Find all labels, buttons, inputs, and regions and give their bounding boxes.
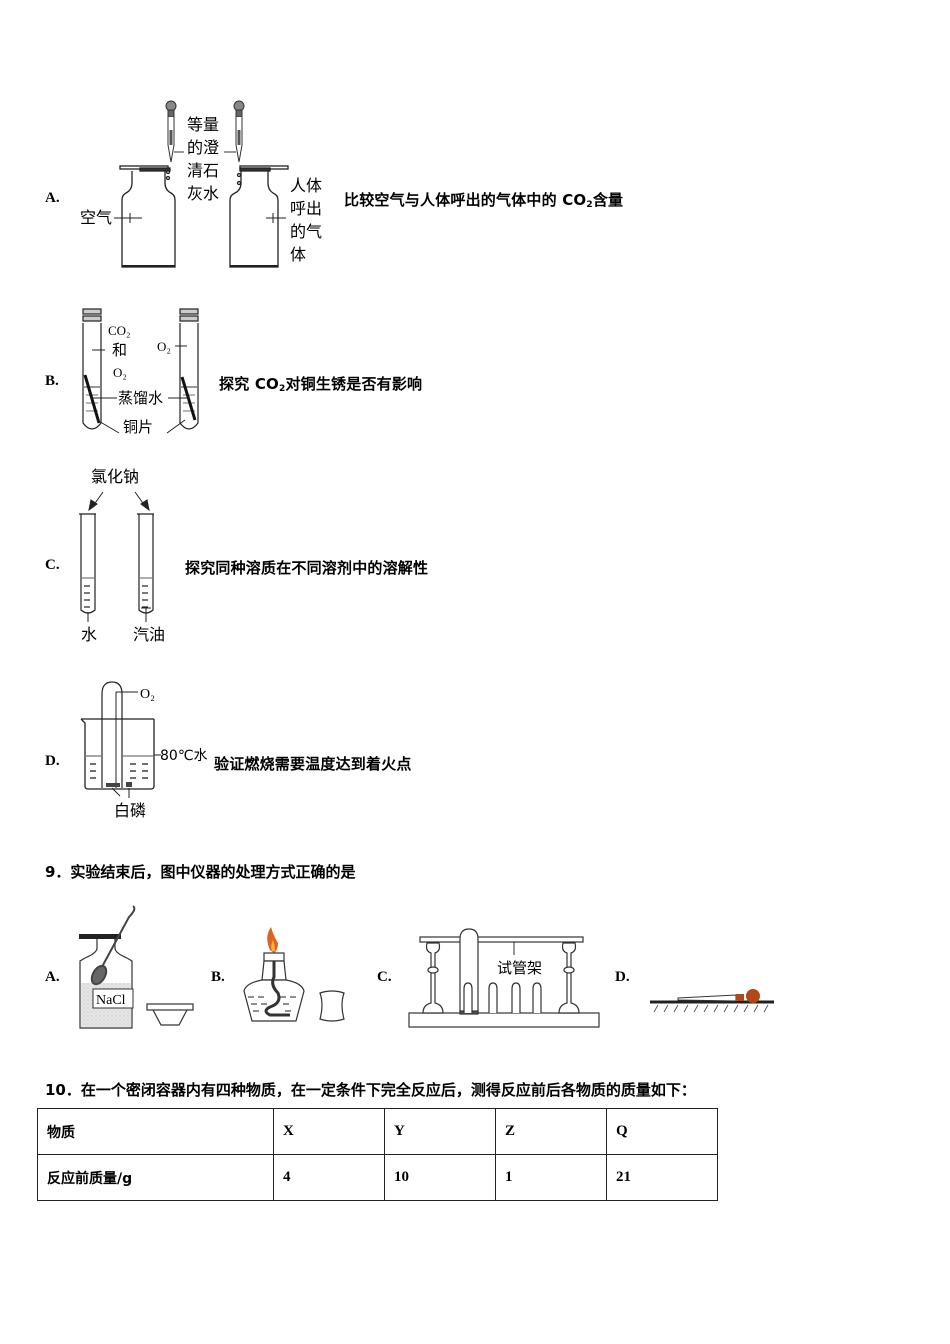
q8-option-c-caption: 探究同种溶质在不同溶剂中的溶解性 [185,559,429,577]
alcohol-lamp-icon [243,927,305,1022]
dropper-icon [233,100,245,163]
test-tube-icon [459,928,542,1015]
table-header-cell: X [273,1108,385,1155]
q9-option-c-letter: C. [377,969,392,985]
gas-bottle-icon [119,165,176,268]
q9-option-a-letter: A. [45,969,60,985]
q9-option-d-letter: D. [615,969,630,985]
test-tube-icon [82,308,102,430]
white-phosphorus-label: 白磷 [114,801,146,820]
table-header-cell: Y [384,1108,496,1155]
solute-label: 氯化钠 [91,467,139,486]
left-gas-label: CO₂ [108,323,131,338]
q9-question: 9．实验结束后，图中仪器的处理方式正确的是 [45,863,356,881]
table-header-cell: 物质 [37,1108,274,1155]
test-tube-icon [101,681,123,788]
q9-option-a-figure: NaCl [79,905,194,1029]
table-row: 反应前质量/g 4 10 1 21 [37,1154,718,1201]
q8-option-b-caption: 探究 CO2对铜生锈是否有影响 [219,375,423,394]
q8-option-d-caption: 验证燃烧需要温度达到着火点 [214,755,412,773]
table-cell: 4 [273,1154,385,1201]
hot-water-label: 80℃水 [160,748,208,764]
left-bottle-label: 空气 [80,208,112,227]
q9-option-d-figure [650,989,774,1013]
q9-option-c-figure: 试管架 [408,928,600,1028]
test-tube-icon [179,308,199,430]
table-header-cell: Z [495,1108,607,1155]
q8-option-a-figure: 等量 的澄 清石 灰水 空气 人体 呼出 的气 体 [80,100,322,268]
q8-option-b-figure: CO₂ 和 O₂ O₂ 蒸馏水 铜片 [82,308,199,436]
q9-option-b-letter: B. [211,969,225,985]
table-cell: 1 [495,1154,607,1201]
test-tube-icon [137,513,154,614]
table-cell: 21 [606,1154,718,1201]
right-gas-label: O₂ [157,339,171,354]
q10-question: 10．在一个密闭容器内有四种物质，在一定条件下完全反应后，测得反应前后各物质的质… [45,1081,696,1099]
svg-text:清石: 清石 [187,161,219,180]
q8-option-d-figure: O₂ 80℃水 白磷 [80,681,208,820]
svg-text:的澄: 的澄 [187,138,219,157]
svg-text:的气: 的气 [290,222,322,241]
lamp-cap-icon [319,990,345,1022]
svg-text:和: 和 [112,341,127,359]
nacl-label: NaCl [96,993,126,1008]
q8-option-a-letter: A. [45,190,60,206]
gasoline-label: 汽油 [133,625,165,644]
q8-option-c-figure: 氯化钠 水 汽油 [79,467,165,644]
mass-table: 物质 X Y Z Q 反应前质量/g 4 10 1 21 [37,1108,718,1201]
water-label: 水 [81,625,97,644]
q8-option-a-caption: 比较空气与人体呼出的气体中的 CO2含量 [344,191,624,210]
dropper-label: 等量 [187,115,219,134]
test-tube-rack-icon [408,936,600,1028]
svg-text:O₂: O₂ [113,365,127,380]
q8-option-c-letter: C. [45,557,60,573]
beaker-icon [80,718,155,790]
spoon-icon [90,905,136,986]
table-cell: 反应前质量/g [37,1154,274,1201]
q9-option-b-figure [243,927,345,1022]
dropper-icon [165,100,177,163]
arrow-icon [88,491,150,512]
svg-text:体: 体 [290,245,306,264]
svg-text:灰水: 灰水 [187,184,219,203]
copper-label: 铜片 [123,418,153,436]
rack-label: 试管架 [497,959,542,977]
water-label: 蒸馏水 [118,389,163,407]
test-tube-icon [79,513,96,614]
right-bottle-label: 人体 [290,176,322,195]
dropper-lying-icon [650,989,774,1013]
bottle-stopper-icon [146,1003,194,1026]
q8-option-b-letter: B. [45,373,59,389]
gas-bottle-icon [229,165,289,268]
table-header-row: 物质 X Y Z Q [37,1108,718,1155]
table-header-cell: Q [606,1108,718,1155]
oxygen-label: O₂ [140,687,155,702]
table-cell: 10 [384,1154,496,1201]
svg-text:呼出: 呼出 [290,199,322,218]
reagent-bottle-icon: NaCl [79,934,134,1029]
q8-option-d-letter: D. [45,753,60,769]
